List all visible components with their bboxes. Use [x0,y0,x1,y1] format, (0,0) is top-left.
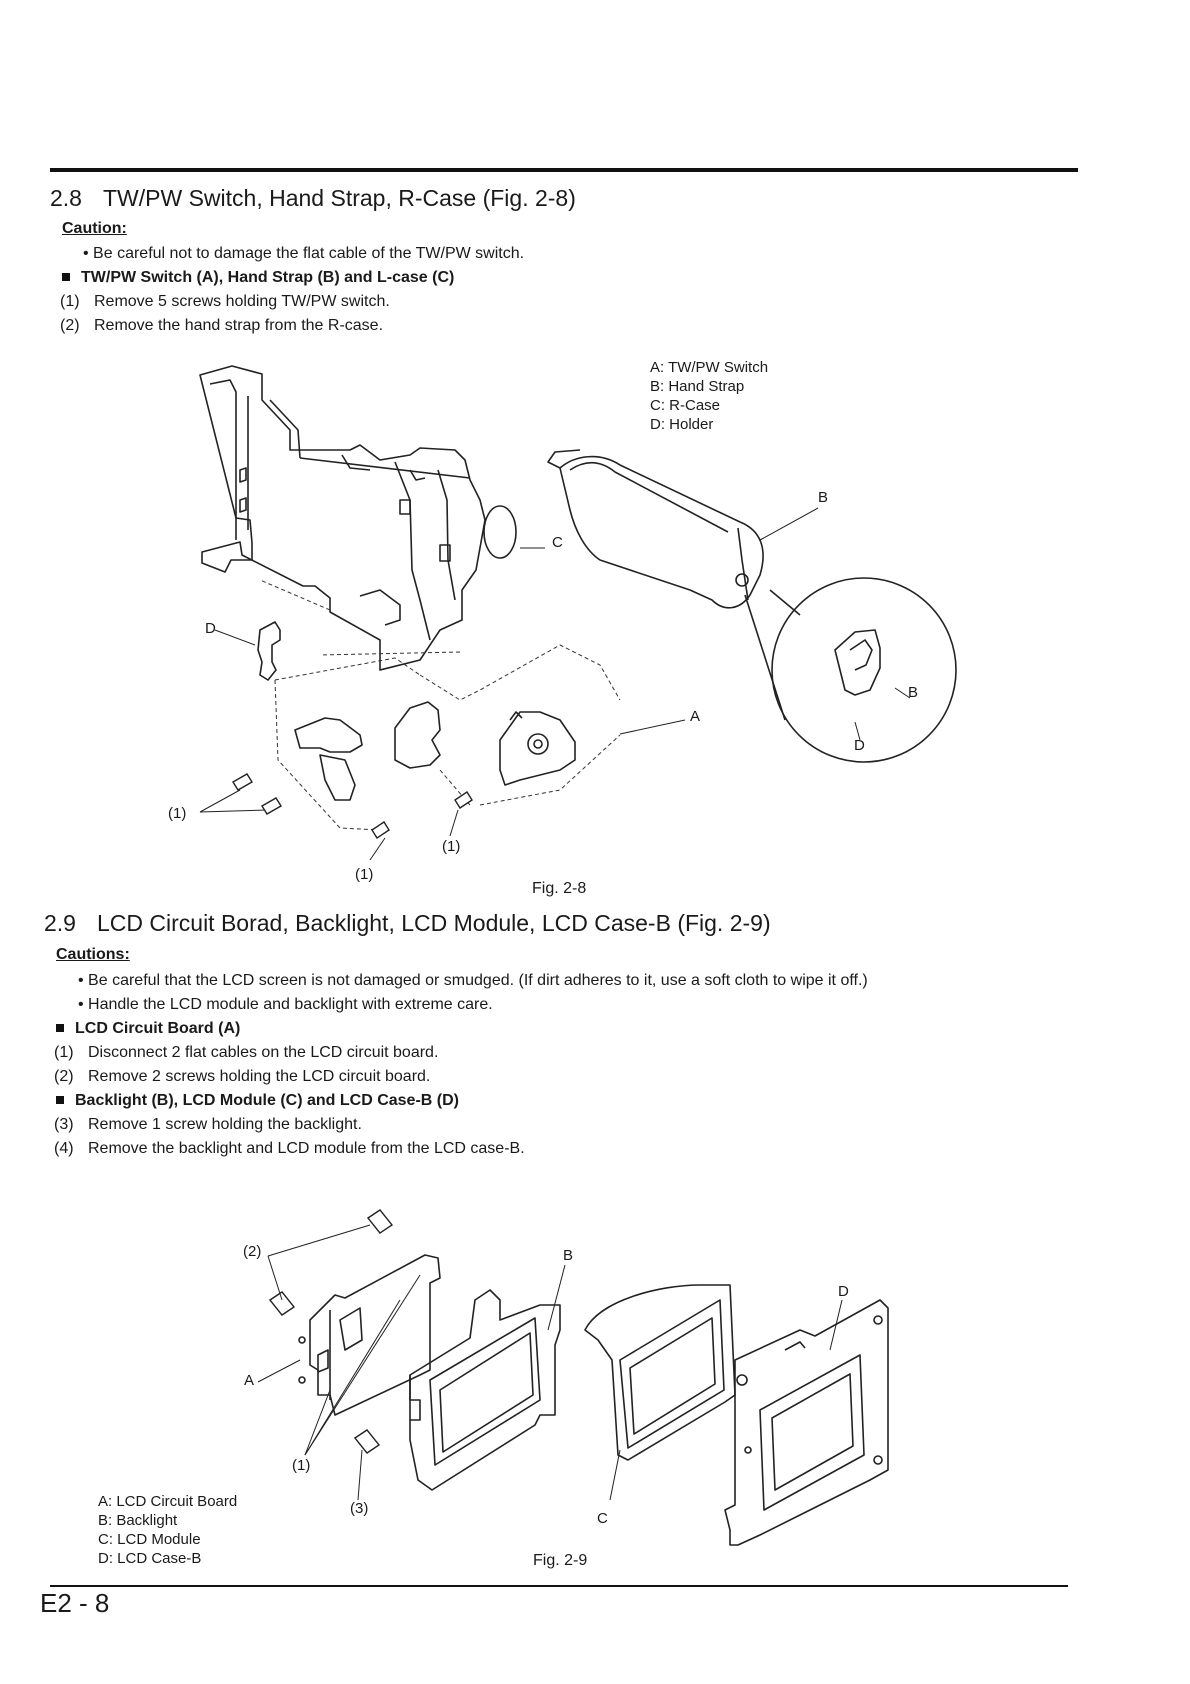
section-rule-top [50,168,1078,172]
callout-b-detail: B [908,684,919,701]
caution-text: • Handle the LCD module and backlight wi… [78,996,493,1013]
square-bullet-icon [56,1096,64,1104]
cautions-heading: Cautions: [56,946,130,963]
step-item: (3)Remove 1 screw holding the backlight. [54,1116,362,1133]
section-number: 2.8 [50,185,82,211]
square-bullet-icon [56,1024,64,1032]
section-rule-bottom [50,1585,1068,1587]
callout-d: D [838,1283,849,1300]
figure-caption: Fig. 2-9 [533,1552,588,1569]
callout-c: C [597,1510,608,1527]
callout-screw-1: (1) [292,1457,311,1474]
section-title: LCD Circuit Borad, Backlight, LCD Module… [97,910,771,936]
figure-legend: A: TW/PW Switch B: Hand Strap C: R-Case … [650,359,769,433]
callout-screw-1: (1) [355,866,374,883]
subheading: LCD Circuit Board (A) [56,1020,240,1038]
callout-c: C [552,534,563,551]
subheading: TW/PW Switch (A), Hand Strap (B) and L-c… [62,269,454,287]
callout-a: A [244,1372,255,1389]
callout-screw-1: (1) [168,805,187,822]
section-2-8-heading: 2.8 TW/PW Switch, Hand Strap, R-Case (Fig… [50,185,576,212]
step-item: (1)Remove 5 screws holding TW/PW switch. [60,293,390,310]
step-item: (2)Remove 2 screws holding the LCD circu… [54,1068,431,1085]
callout-screw-3: (3) [350,1500,369,1517]
step-item: (1)Disconnect 2 flat cables on the LCD c… [54,1044,439,1061]
square-bullet-icon [62,273,70,281]
callout-screw-2: (2) [243,1243,262,1260]
callout-b: B [563,1247,574,1264]
caution-text: • Be careful that the LCD screen is not … [78,972,868,989]
section-number: 2.9 [44,910,76,936]
section-2-9-heading: 2.9 LCD Circuit Borad, Backlight, LCD Mod… [44,910,771,937]
caution-heading: Caution: [62,220,127,237]
step-item: (2)Remove the hand strap from the R-case… [60,317,384,334]
subheading: Backlight (B), LCD Module (C) and LCD Ca… [56,1092,459,1110]
section-title: TW/PW Switch, Hand Strap, R-Case (Fig. 2… [103,185,576,211]
callout-d: D [205,620,216,637]
figure-caption: Fig. 2-8 [532,880,587,897]
callout-b: B [818,489,829,506]
figure-legend: A: LCD Circuit Board B: Backlight C: LCD… [98,1493,238,1567]
caution-text: • Be careful not to damage the flat cabl… [83,245,525,262]
callout-d-detail: D [854,737,865,754]
callout-screw-1: (1) [442,838,461,855]
callout-a: A [690,708,701,725]
step-item: (4)Remove the backlight and LCD module f… [54,1140,525,1157]
page-number: E2 - 8 [40,1588,110,1618]
